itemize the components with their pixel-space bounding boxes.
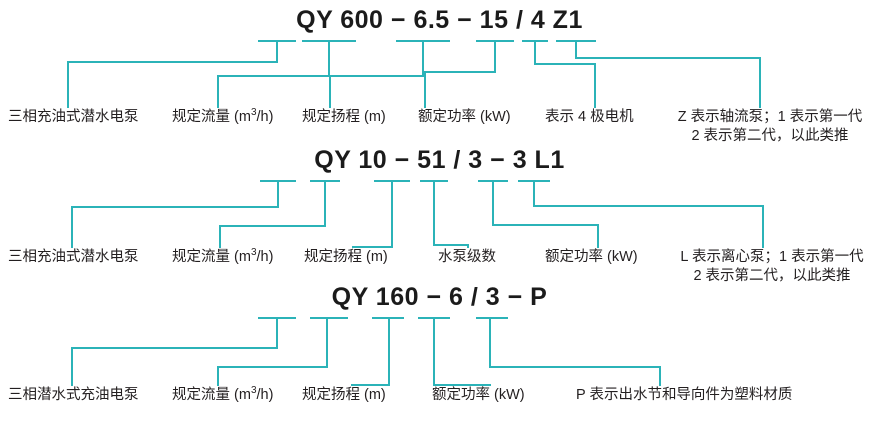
label-line-2: 2 表示第二代，以此类推 (691, 128, 849, 144)
label-row1-col5: 表示 4 极电机 (545, 109, 634, 125)
label-row2-col6: L 表示离心泵；1 表示第一代 2 表示第二代，以此类推 (665, 248, 879, 286)
label-row2-col2: 规定流量 (m3/h) (172, 248, 273, 267)
label-row3-col5: P 表示出水节和导向件为塑料材质 (576, 387, 793, 403)
model-code-row-2: QY 10 − 51 / 3 − 3 L1 (314, 146, 565, 174)
label-text-tail: /h) (256, 249, 274, 265)
label-row1-col4: 额定功率 (kW) (418, 109, 511, 125)
superscript-3: 3 (250, 107, 257, 119)
label-text: 规定流量 (m (172, 387, 251, 403)
label-row2-col5: 额定功率 (kW) (545, 249, 638, 265)
label-row2-col4: 水泵级数 (438, 249, 496, 265)
label-row3-col2: 规定流量 (m3/h) (172, 386, 273, 405)
model-code-row-3: QY 160 − 6 / 3 − P (331, 283, 548, 311)
label-line-2: 2 表示第二代，以此类推 (693, 268, 851, 284)
label-line-1: Z 表示轴流泵；1 表示第一代 (677, 109, 863, 125)
label-row2-col1: 三相充油式潜水电泵 (8, 249, 139, 265)
label-text: 规定流量 (m (172, 249, 251, 265)
label-row3-col4: 额定功率 (kW) (432, 387, 525, 403)
label-row1-col2: 规定流量 (m3/h) (172, 108, 273, 127)
label-row1-col3: 规定扬程 (m) (302, 109, 386, 125)
superscript-3: 3 (250, 385, 257, 397)
model-code-row-1: QY 600 − 6.5 − 15 / 4 Z1 (296, 6, 583, 34)
label-row1-col6: Z 表示轴流泵；1 表示第一代 2 表示第二代，以此类推 (662, 108, 878, 146)
label-row3-col1: 三相潜水式充油电泵 (8, 387, 139, 403)
label-text-tail: /h) (256, 387, 274, 403)
label-row2-col3: 规定扬程 (m) (304, 249, 388, 265)
label-row1-col1: 三相充油式潜水电泵 (8, 109, 139, 125)
superscript-3: 3 (250, 247, 257, 259)
label-text-tail: /h) (256, 109, 274, 125)
label-text: 规定流量 (m (172, 109, 251, 125)
label-line-1: L 表示离心泵；1 表示第一代 (680, 249, 864, 265)
label-row3-col3: 规定扬程 (m) (302, 387, 386, 403)
